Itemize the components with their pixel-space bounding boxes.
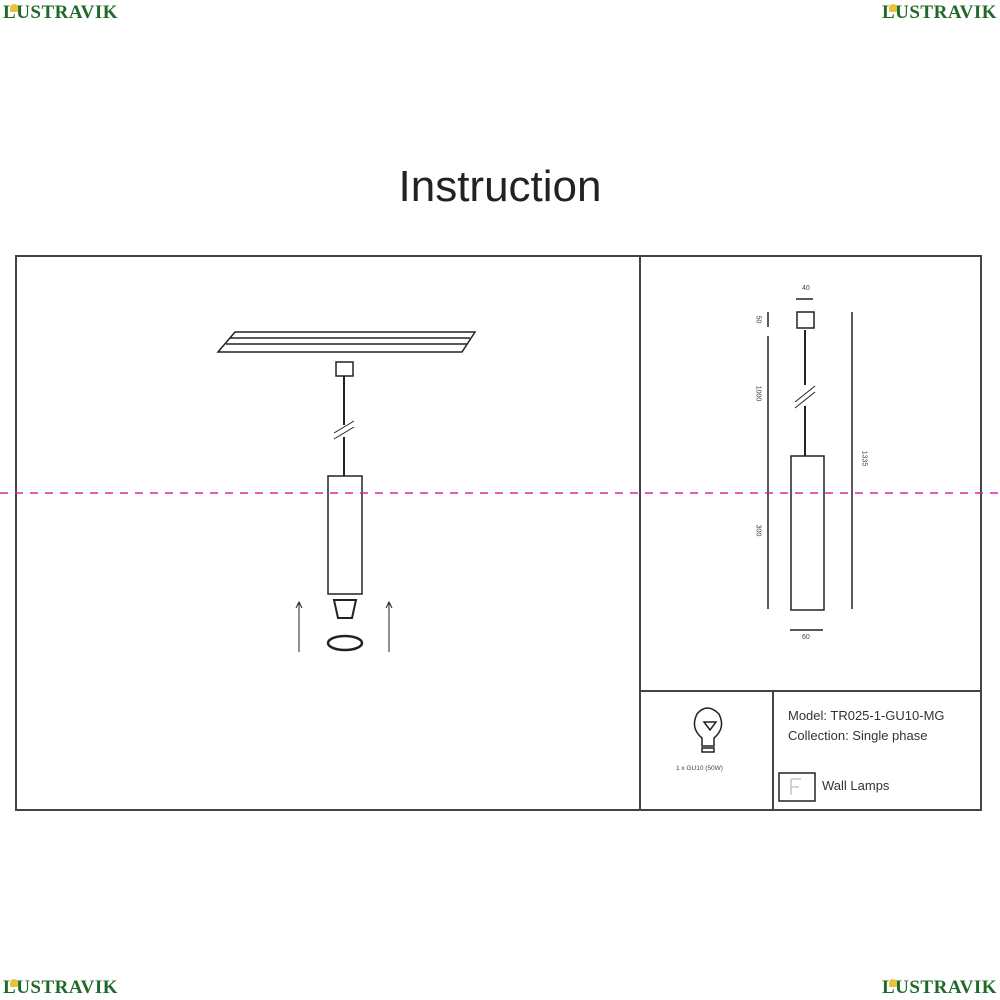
logo-letter: L [3,977,17,998]
model-text: Model: TR025-1-GU10-MG [788,708,945,723]
page-title: Instruction [398,162,602,211]
bulb-spec: 1 x GU10 (50W) [676,765,723,772]
ring-icon [326,634,364,652]
track-rail [216,331,477,353]
wall-lamp-icon [778,772,816,802]
dim-width-body: 60 [802,634,810,641]
bulb-icon [693,707,723,753]
logo-letter: L [3,2,17,23]
logo-text: USTRAVIK [16,977,119,998]
adapter [335,361,354,377]
brand-logo: LUSTRAVIK [3,977,118,999]
lamp-body [327,475,363,595]
dim-height-top: 50 [754,315,762,324]
collection-text: Collection: Single phase [788,728,928,743]
category-text: Wall Lamps [822,778,890,793]
gu10-bulb-icon [332,599,358,619]
dim-width-top: 40 [802,285,810,292]
brand-logo: LUSTRAVIK [882,2,997,24]
logo-text: USTRAVIK [895,2,997,23]
logo-letter: L [881,977,896,998]
dimension-lines [767,298,853,631]
logo-letter: L [881,2,896,23]
dim-cable: 1000 [754,385,762,402]
dim-body: 300 [754,524,762,537]
logo-text: USTRAVIK [16,2,119,23]
logo-text: USTRAVIK [895,977,997,998]
dim-total: 1335 [860,450,868,467]
brand-logo: LUSTRAVIK [3,2,118,24]
brand-logo: LUSTRAVIK [882,977,997,999]
instruction-frame [15,255,982,811]
